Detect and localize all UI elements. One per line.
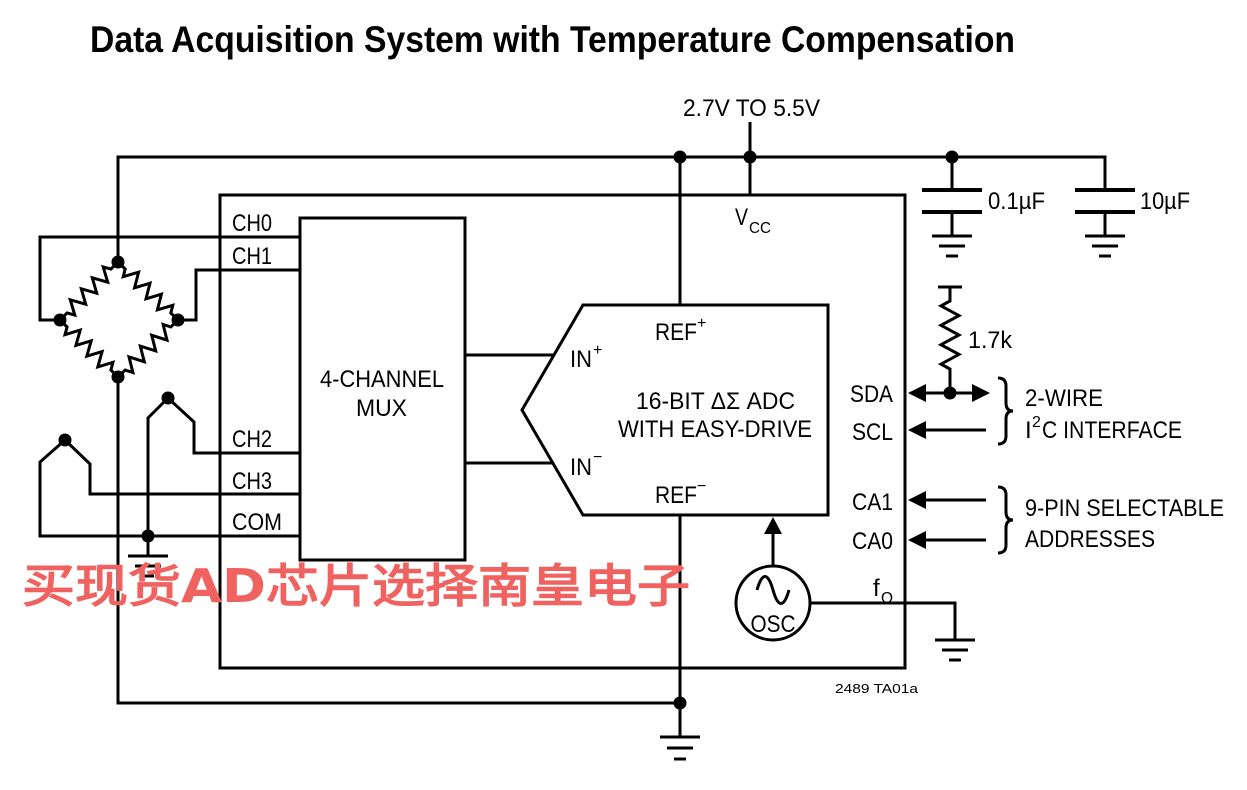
- capacitor-c1-label: 0.1µF: [988, 188, 1045, 215]
- pin-arrows: [908, 384, 990, 549]
- thermocouple1-left-leg: [146, 396, 170, 556]
- bridge-resistor-bottom-left: [58, 318, 120, 379]
- thermocouple2-right-leg-ch3-wire: [63, 438, 300, 496]
- sine-wave-icon: [755, 575, 791, 605]
- ca1-label: CA1: [852, 489, 893, 516]
- osc-label: OSC: [751, 611, 796, 638]
- ref-minus-superscript: −: [697, 478, 706, 495]
- com-ground-junction: [141, 529, 155, 543]
- in-plus-superscript: +: [593, 342, 602, 359]
- capacitor-c2-plates: [1075, 188, 1135, 214]
- mux-block: [298, 216, 467, 562]
- bridge-node-bottom: [111, 370, 125, 384]
- ground-icon-c1: [932, 234, 972, 258]
- ref-plus-superscript: +: [697, 315, 706, 332]
- capacitor-c1: [922, 188, 982, 214]
- interface-label-line1: 2-WIRE: [1025, 385, 1103, 412]
- thermocouple1-right-leg-ch2-wire: [166, 396, 300, 455]
- in-minus-label: IN: [570, 454, 592, 481]
- resistors: [58, 260, 963, 393]
- ground-junction: [673, 696, 687, 710]
- ref-plus-label: REF: [655, 319, 697, 346]
- in-minus-superscript: −: [593, 449, 602, 466]
- ref-minus-label: REF: [655, 482, 697, 509]
- address-label-line2: ADDRESSES: [1025, 526, 1155, 553]
- interface-label-line2: C INTERFACE: [1042, 417, 1182, 444]
- fo-ground-wire: [810, 601, 957, 640]
- address-label-line1: 9-PIN SELECTABLE: [1025, 495, 1224, 522]
- address-brace: [997, 485, 1014, 555]
- capacitor-c2-label: 10µF: [1140, 188, 1190, 215]
- thermocouple2-left-leg-com-wire: [38, 438, 300, 538]
- bridge-node-top: [111, 255, 125, 269]
- in-plus-label: IN: [570, 346, 592, 373]
- mux-label-line1: 4-CHANNEL: [320, 366, 444, 393]
- vcc-subscript: CC: [749, 220, 771, 237]
- ch0-wire: [38, 235, 300, 322]
- adc-label-line1: 16-BIT ΔΣ ADC: [636, 388, 795, 415]
- sda-label: SDA: [850, 381, 893, 408]
- oscillator-circle: [734, 564, 812, 642]
- sda-pullup-junction: [943, 386, 957, 400]
- ground-icon-com: [128, 554, 168, 578]
- interface-brace: [997, 376, 1014, 446]
- diagram-title: Data Acquisition System with Temperature…: [90, 19, 1015, 60]
- ground-icon-c2: [1085, 234, 1125, 258]
- bridge-resistor-top-left: [58, 260, 120, 322]
- adc-block: [520, 303, 830, 517]
- thermocouple1-junction: [161, 391, 175, 405]
- vcc-rail-wire: [116, 155, 1107, 262]
- figure-code: 2489 TA01a: [835, 681, 919, 696]
- junction-dot: [743, 150, 757, 164]
- ch1-label: CH1: [232, 243, 272, 270]
- sda-left-arrow-icon: [908, 384, 926, 402]
- ground-icon-main: [660, 735, 700, 761]
- junction-dots: [53, 150, 959, 710]
- ch3-label: CH3: [232, 468, 272, 495]
- junction-dot: [673, 150, 687, 164]
- bridge-node-right: [171, 313, 185, 327]
- supply-label: 2.7V TO 5.5V: [683, 95, 820, 122]
- capacitor-c2: [1075, 188, 1135, 214]
- adc-label-line2: WITH EASY-DRIVE: [618, 416, 812, 443]
- capacitor-c1-plates: [922, 188, 982, 214]
- bridge-node-left: [53, 313, 67, 327]
- sda-right-arrow-icon: [972, 384, 990, 402]
- watermark-text: 买现货AD芯片选择南皇电子: [22, 559, 690, 613]
- ground-icon-fo: [935, 638, 975, 662]
- fo-subscript: O: [881, 590, 893, 607]
- interface-label-line2-superscript: 2: [1032, 414, 1041, 431]
- ground-symbols: [128, 234, 1125, 761]
- thermocouple2-junction: [58, 433, 72, 447]
- mux-label-line2: MUX: [356, 395, 407, 422]
- wires: [38, 122, 1107, 737]
- bridge-resistor-bottom-right: [116, 318, 180, 379]
- ca1-arrow-icon: [908, 491, 926, 509]
- junction-dot: [945, 150, 959, 164]
- ca0-label: CA0: [852, 528, 893, 555]
- ic-package-outline: [218, 193, 907, 670]
- ch1-wire: [178, 268, 300, 322]
- fo-label: f: [873, 575, 880, 602]
- interface-label-line2-prefix: I: [1025, 417, 1032, 444]
- ch2-label: CH2: [232, 426, 272, 453]
- com-label: COM: [232, 509, 282, 536]
- ca0-arrow-icon: [908, 531, 926, 549]
- clock-arrow-icon: [764, 517, 782, 534]
- scl-arrow-icon: [908, 421, 926, 439]
- pullup-resistor-label: 1.7k: [968, 327, 1013, 354]
- vcc-label: V: [735, 204, 748, 231]
- oscillator: [734, 517, 812, 642]
- scl-label: SCL: [852, 419, 893, 446]
- sda-pullup-resistor: [937, 287, 963, 393]
- bridge-resistor-top-right: [116, 260, 180, 322]
- ch0-label: CH0: [232, 210, 272, 237]
- bridge-return-wire: [116, 377, 680, 705]
